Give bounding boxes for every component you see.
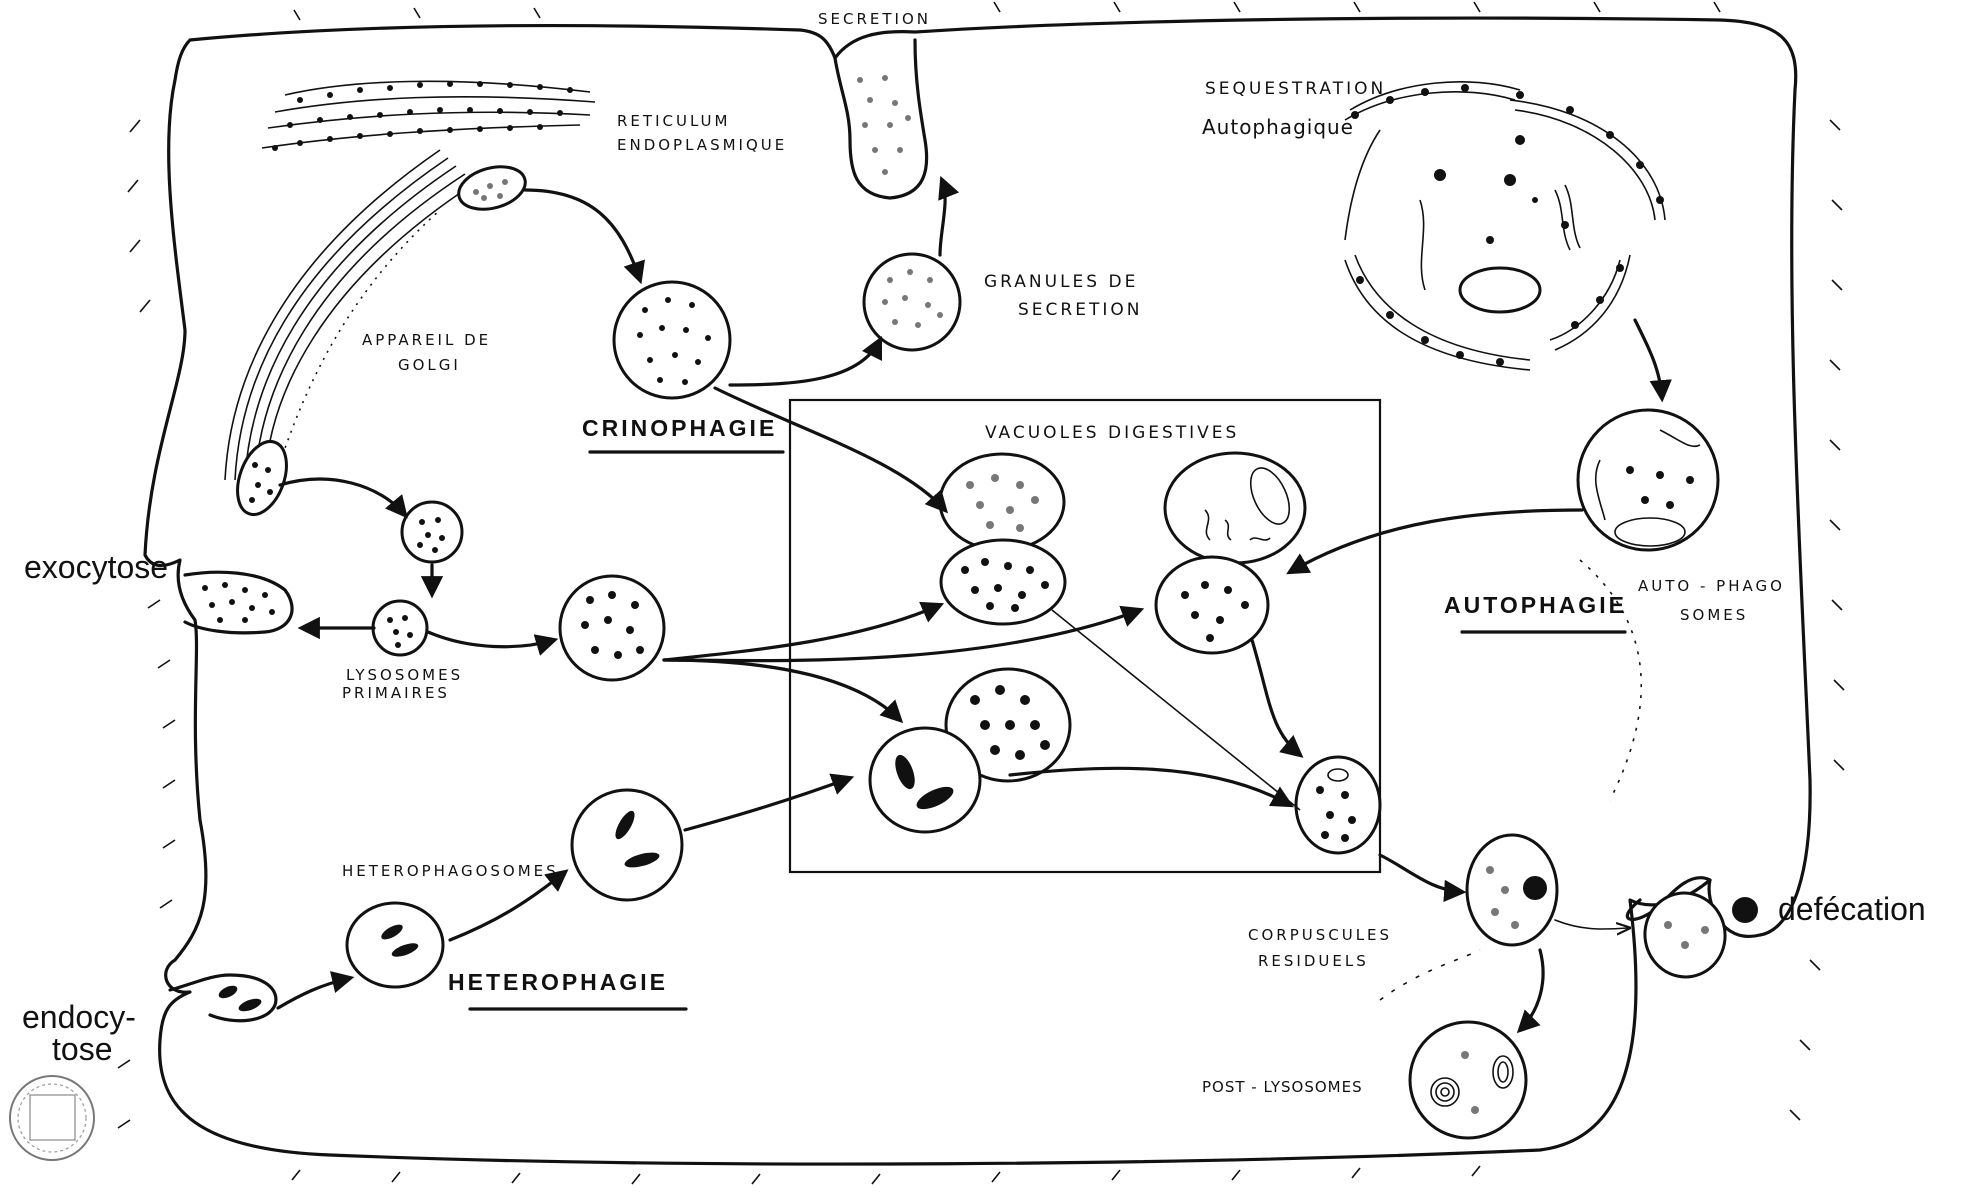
corpuscules-label-2: RESIDUELS: [1258, 952, 1369, 970]
residual-body-1: [1296, 757, 1380, 853]
crinophagie-label[interactable]: CRINOPHAGIE: [582, 415, 777, 441]
heterophagosomes-label: HETEROPHAGOSOMES: [342, 862, 559, 880]
granules-label-2: SECRETION: [1018, 300, 1142, 320]
secretory-granule-large: [614, 282, 730, 398]
heterophagosome-2: [572, 790, 682, 900]
endocytose-label-2: tose: [52, 1031, 112, 1067]
golgi-label-1: APPAREIL DE: [362, 331, 491, 349]
endocytic-vesicle: [170, 975, 276, 1021]
secretory-granule-small: [864, 254, 960, 350]
secretion-label: SECRETION: [818, 10, 931, 28]
autophagosomes-label-1: AUTO - PHAGO: [1638, 577, 1785, 595]
primary-lysosome-large: [560, 576, 664, 680]
digestive-vacuole-3: [870, 669, 1070, 832]
golgi-label-2: GOLGI: [398, 356, 461, 374]
corpuscules-label-1: CORPUSCULES: [1248, 926, 1392, 944]
lysosomes-label-1: LYSOSOMES: [346, 666, 463, 684]
secretion-channel: [835, 40, 927, 198]
autophagic-sequestration: [1345, 82, 1665, 370]
reticulum-label-2: ENDOPLASMIQUE: [617, 136, 787, 154]
digestive-vacuole-1: [940, 454, 1065, 624]
defecation-vesicle: [1627, 878, 1758, 984]
autophagosome: [1578, 410, 1718, 550]
granules-label-1: GRANULES DE: [984, 272, 1138, 292]
endocytose-label-1: endocy-: [22, 999, 136, 1035]
exocytose-label: exocytose: [24, 549, 168, 585]
lysosomes-label-2: PRIMAIRES: [342, 684, 450, 702]
archive-stamp: [10, 1076, 94, 1160]
post-lysosomes-label: POST - LYSOSOMES: [1202, 1078, 1363, 1096]
exocytosis-vesicle: [185, 572, 292, 633]
autophagie-label[interactable]: AUTOPHAGIE: [1444, 592, 1627, 618]
vacuoles-label: VACUOLES DIGESTIVES: [985, 423, 1239, 443]
defecation-label: defécation: [1778, 891, 1926, 927]
heterophagie-label[interactable]: HETEROPHAGIE: [448, 969, 668, 995]
post-lysosome: [1410, 1022, 1526, 1138]
endoplasmic-reticulum: [262, 81, 595, 151]
residual-body-2: [1467, 835, 1557, 945]
sequestration-label-2: Autophagique: [1202, 115, 1354, 139]
heterophagosome-1: [347, 903, 443, 987]
digestive-vacuole-2: [1156, 453, 1305, 653]
sequestration-label-1: SEQUESTRATION: [1205, 79, 1386, 99]
autophagosomes-label-2: SOMES: [1680, 606, 1748, 624]
reticulum-label-1: RETICULUM: [617, 112, 730, 130]
primary-lysosomes: [373, 502, 462, 655]
